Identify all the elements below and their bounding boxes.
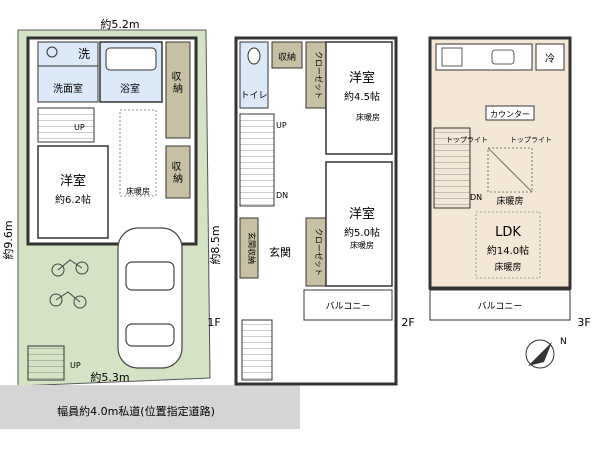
stair-up-label: UP bbox=[74, 123, 85, 132]
ldk-zone bbox=[475, 211, 541, 279]
bedroom-size: 約6.2帖 bbox=[55, 193, 91, 206]
sink-icon bbox=[491, 49, 515, 65]
balcony-2f bbox=[303, 289, 393, 321]
washroom bbox=[37, 65, 99, 103]
floor-2: トイレ 収納 クローゼット 洋室 約4.5帖 床暖房 UP DN クローゼット … bbox=[208, 36, 415, 386]
entrance-storage-label: 玄関収納 bbox=[247, 232, 257, 264]
floor-3: 冷 カウンター DN トップライト トップライト 床暖房 LDK 約14.0帖 … bbox=[428, 36, 591, 329]
stair-up-2f: UP bbox=[276, 121, 287, 130]
ldk-label: LDK bbox=[495, 225, 521, 240]
floor3-heating-label: 床暖房 bbox=[496, 195, 523, 207]
closet-a-label: クローゼット bbox=[314, 51, 324, 99]
road-label: 幅員約4.0m私道(位置指定道路) bbox=[57, 404, 215, 418]
room-a bbox=[325, 41, 393, 155]
storage-a-char2: 納 bbox=[173, 82, 183, 95]
washroom-label: 洗面室 bbox=[53, 82, 83, 95]
washer-icon bbox=[46, 46, 58, 58]
road bbox=[0, 385, 300, 429]
skylight-frame bbox=[487, 147, 533, 193]
bicycle-icon bbox=[49, 259, 89, 309]
car-icon bbox=[117, 227, 183, 369]
bathtub-icon bbox=[105, 47, 157, 71]
width-label: 約5.2m bbox=[100, 17, 139, 31]
stairs-1f bbox=[37, 107, 95, 143]
floor2-label: 2F bbox=[401, 316, 414, 329]
compass-ring bbox=[525, 339, 555, 369]
room-b-label: 洋室 bbox=[349, 206, 375, 222]
counter-label: カウンター bbox=[490, 110, 530, 119]
entrance-label: 玄関 bbox=[269, 245, 291, 259]
toilet-label: トイレ bbox=[240, 91, 267, 101]
bottom-width-label: 約5.3m bbox=[90, 370, 129, 384]
storage-2f bbox=[271, 41, 303, 69]
bedroom-label: 洋室 bbox=[60, 173, 86, 189]
storage-a bbox=[165, 41, 191, 139]
stair-dn-2f: DN bbox=[276, 191, 288, 200]
storage-b bbox=[165, 145, 191, 199]
compass-label: N bbox=[560, 337, 567, 347]
skylight-a-label: トップライト bbox=[446, 136, 488, 144]
balcony-2f-label: バルコニー bbox=[326, 301, 371, 312]
stairs-3f bbox=[433, 127, 471, 209]
storage-a-label: 収 納 bbox=[171, 71, 184, 95]
balcony-3f-label: バルコニー bbox=[478, 301, 523, 312]
storage-a-char1: 収 bbox=[171, 71, 181, 83]
stair-up2-label: UP bbox=[70, 361, 81, 370]
closet-b-label: クローゼット bbox=[314, 228, 324, 276]
floor-1: 幅員約4.0m私道(位置指定道路) 洗 洗面室 浴室 収 納 収 納 床暖房 U… bbox=[0, 17, 300, 429]
stairs-2f bbox=[239, 113, 275, 207]
ldk-heating: 床暖房 bbox=[494, 261, 521, 273]
compass-arrow bbox=[528, 342, 552, 366]
stairs-entry bbox=[27, 345, 65, 381]
stairs-2f-lower bbox=[241, 319, 273, 381]
room-a-label: 洋室 bbox=[349, 70, 375, 86]
room-a-heating: 床暖房 bbox=[356, 112, 380, 122]
floor3-label: 3F bbox=[577, 316, 590, 329]
fridge bbox=[535, 43, 565, 71]
storage-b-char1: 収 bbox=[171, 161, 181, 173]
room-b-size: 約5.0帖 bbox=[344, 226, 380, 239]
floor1-label: 1F bbox=[207, 316, 220, 329]
room-b bbox=[325, 161, 393, 287]
room-a-size: 約4.5帖 bbox=[344, 90, 380, 103]
stove-icon bbox=[441, 47, 463, 67]
entrance-storage bbox=[239, 217, 259, 279]
room-b-heating: 床暖房 bbox=[350, 240, 374, 250]
fridge-label: 冷 bbox=[545, 52, 555, 65]
storage-2f-label: 収納 bbox=[278, 51, 296, 63]
ldk-size: 約14.0帖 bbox=[487, 244, 529, 257]
wash-area bbox=[37, 41, 99, 67]
bath-label: 浴室 bbox=[120, 82, 140, 95]
storage-b-char2: 納 bbox=[173, 172, 183, 185]
compass: N bbox=[525, 337, 567, 369]
wash-label: 洗 bbox=[78, 47, 90, 61]
storage-b-label: 収 納 bbox=[171, 161, 184, 185]
floor2-depth-label: 約8.5m bbox=[208, 225, 222, 264]
toilet-icon bbox=[247, 47, 261, 65]
skylight-b-label: トップライト bbox=[510, 136, 552, 144]
counter-box bbox=[485, 105, 535, 121]
floor-heating-label: 床暖房 bbox=[126, 186, 150, 196]
floor-heating-zone bbox=[119, 109, 157, 197]
stair-dn-3f: DN bbox=[470, 193, 482, 202]
depth-label: 約9.6m bbox=[1, 220, 15, 259]
balcony-3f bbox=[429, 289, 571, 321]
bedroom-1f bbox=[37, 145, 109, 239]
skylight-cross bbox=[487, 147, 533, 193]
